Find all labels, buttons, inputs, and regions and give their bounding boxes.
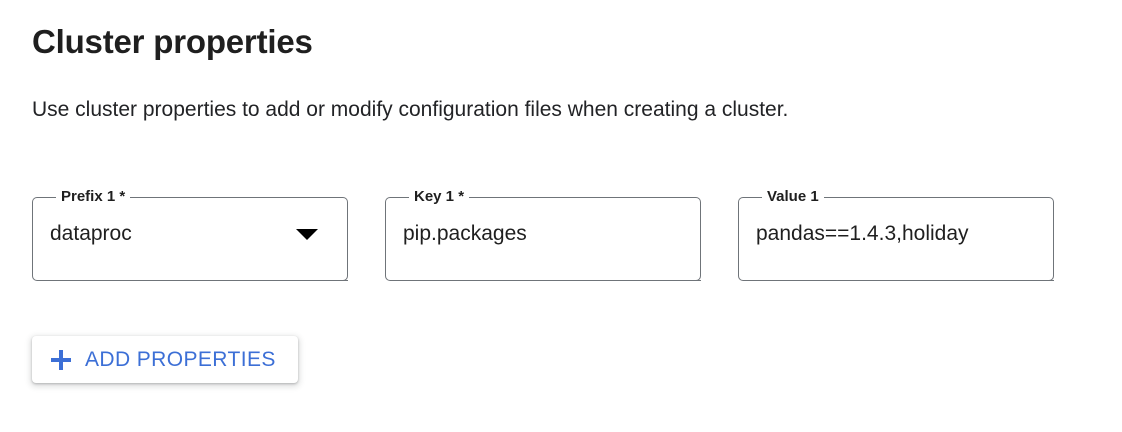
key-1-label: Key 1 * <box>409 186 470 208</box>
add-properties-label: ADD PROPERTIES <box>85 348 276 371</box>
key-1-field[interactable]: Key 1 * pip.packages <box>385 186 701 281</box>
prefix-1-field[interactable]: Prefix 1 * dataproc <box>32 186 348 281</box>
page-title: Cluster properties <box>32 23 313 60</box>
page-description: Use cluster properties to add or modify … <box>32 98 789 121</box>
add-properties-button[interactable]: ADD PROPERTIES <box>32 336 298 383</box>
key-1-input[interactable]: pip.packages <box>403 222 527 245</box>
value-1-input[interactable]: pandas==1.4.3,holiday <box>756 222 969 245</box>
plus-icon <box>50 349 72 371</box>
value-1-label: Value 1 <box>762 186 824 208</box>
properties-field-row: Prefix 1 * dataproc Key 1 * pip.packages <box>0 186 1122 289</box>
value-1-field[interactable]: Value 1 pandas==1.4.3,holiday <box>738 186 1054 281</box>
prefix-1-value[interactable]: dataproc <box>50 222 132 245</box>
chevron-down-icon[interactable] <box>296 229 318 240</box>
prefix-1-label: Prefix 1 * <box>56 186 131 208</box>
